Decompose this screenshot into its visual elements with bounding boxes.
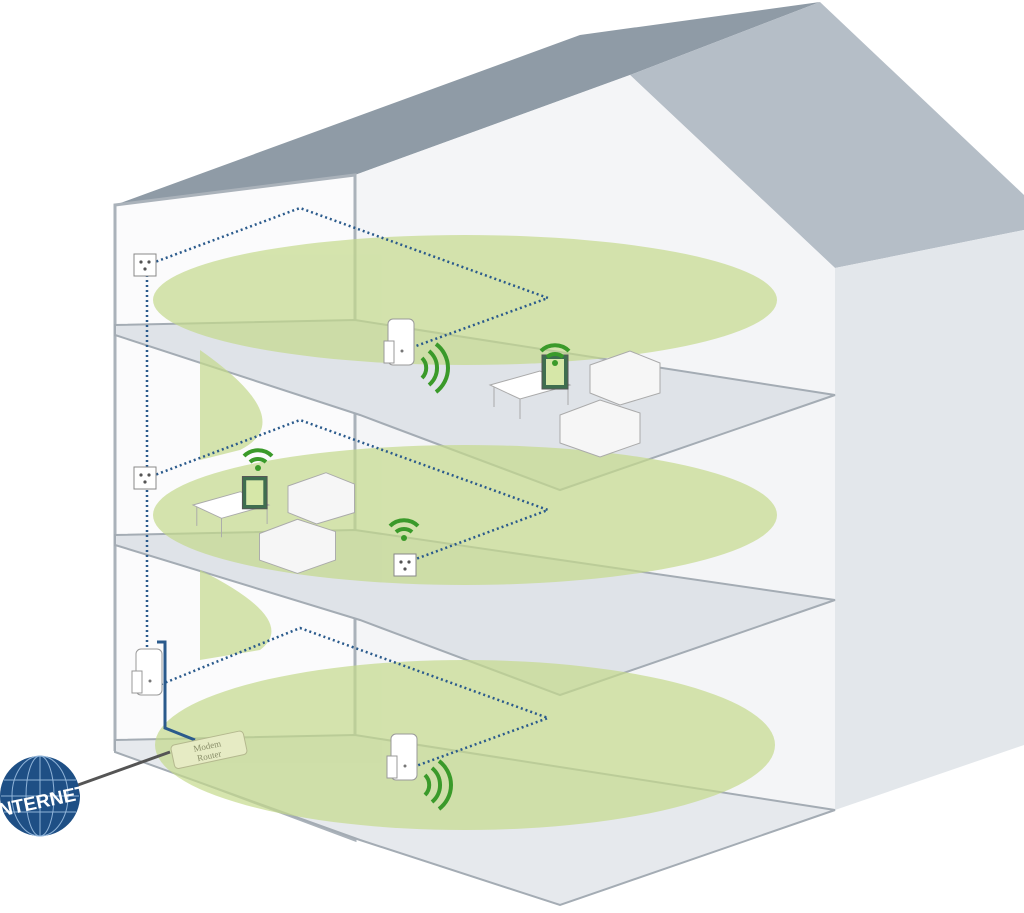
side-wall: [835, 230, 1024, 810]
internet-globe: INTERNET: [0, 755, 90, 837]
wall-socket: [133, 253, 157, 277]
roof-front: [115, 2, 820, 205]
powerline-wifi-adapter: [383, 318, 415, 366]
roof-side: [630, 2, 1024, 268]
wall-socket: [133, 466, 157, 490]
internet-cable: [77, 750, 171, 787]
powerline-wiring: [145, 206, 552, 772]
wall-socket: [393, 553, 417, 577]
router-label-line2: Router: [196, 748, 222, 763]
wifi-coverage: [153, 235, 777, 830]
modem-router: Modem Router: [170, 730, 248, 769]
ethernet-cable: [157, 640, 196, 742]
powerline-wifi-adapter: [386, 733, 418, 781]
powerline-adapter: [131, 648, 163, 696]
